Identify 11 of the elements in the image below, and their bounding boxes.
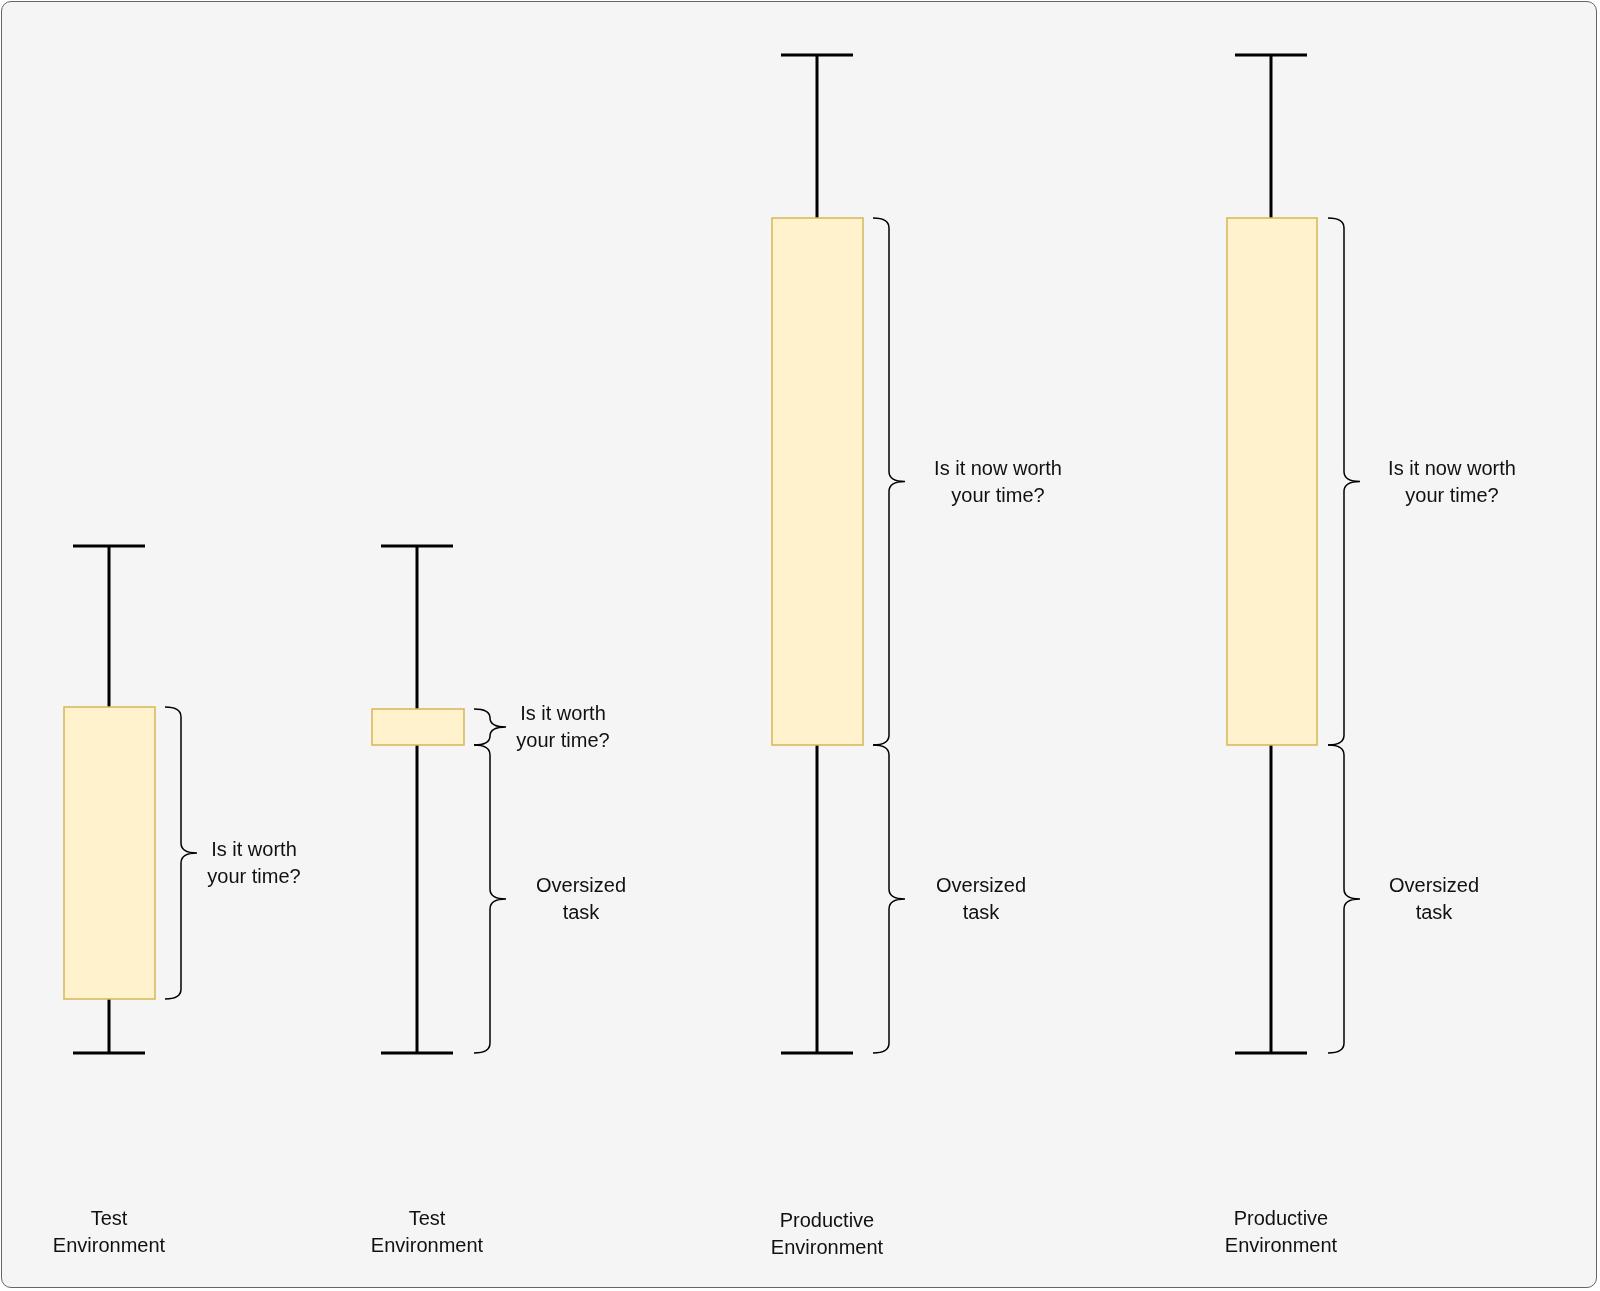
environment-label: Productive Environment bbox=[1223, 1206, 1339, 1258]
brace-label: Is it now worth your time? bbox=[1387, 456, 1517, 508]
brace-label: Is it now worth your time? bbox=[933, 456, 1063, 508]
brace-label: Is it worth your time? bbox=[206, 837, 302, 889]
environment-label: Test Environment bbox=[51, 1206, 167, 1258]
brace-label: Oversized task bbox=[935, 873, 1027, 925]
brace-label: Is it worth your time? bbox=[515, 701, 611, 753]
environment-label: Test Environment bbox=[369, 1206, 485, 1258]
brace-label: Oversized task bbox=[1388, 873, 1480, 925]
environment-label: Productive Environment bbox=[769, 1208, 885, 1260]
brace-label: Oversized task bbox=[535, 873, 627, 925]
